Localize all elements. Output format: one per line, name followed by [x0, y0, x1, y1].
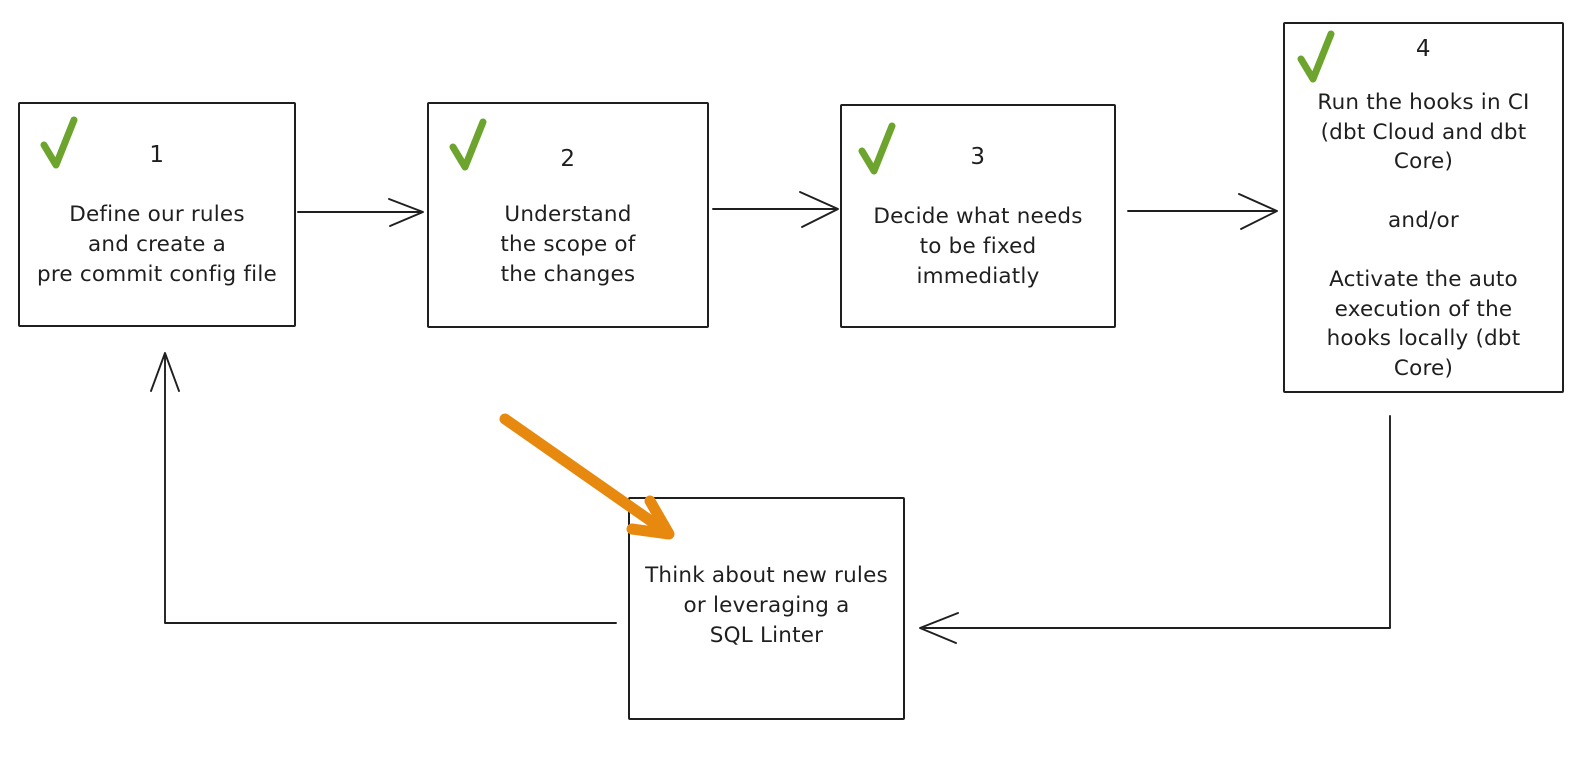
- checkmark-icon: [1297, 30, 1335, 90]
- step-number: 1: [149, 142, 165, 168]
- text-line: Core): [1393, 149, 1454, 174]
- checkmark-icon: [449, 118, 487, 178]
- text-line: [1285, 236, 1562, 266]
- checkmark-icon: [40, 116, 78, 176]
- text-line: Think about new rules: [645, 563, 888, 588]
- arrow-loop-to-step1: [150, 352, 617, 624]
- step-number: 3: [970, 144, 986, 170]
- text-line: the scope of: [500, 232, 636, 257]
- text-line: Define our rules: [69, 202, 245, 227]
- step-box-4: 4 Run the hooks in CI (dbt Cloud and dbt…: [1283, 22, 1564, 393]
- arrow-step1-to-step2: [297, 198, 424, 227]
- text-line: the changes: [500, 262, 636, 287]
- text-line: and/or: [1388, 208, 1459, 233]
- text-line: pre commit config file: [37, 262, 277, 287]
- text-line: and create a: [88, 232, 226, 257]
- text-line: hooks locally (dbt: [1326, 326, 1521, 351]
- text-line: Understand: [504, 202, 632, 227]
- arrow-step2-to-step3: [712, 191, 839, 228]
- step-box-3: 3 Decide what needs to be fixed immediat…: [840, 104, 1116, 328]
- text-line: Activate the auto: [1329, 267, 1518, 292]
- text-line: SQL Linter: [709, 623, 824, 648]
- text-line: Run the hooks in CI: [1317, 90, 1530, 115]
- step-text: Define our rules and create a pre commit…: [20, 200, 294, 290]
- text-line: Decide what needs: [873, 204, 1083, 229]
- text-line: (dbt Cloud and dbt: [1320, 119, 1527, 145]
- text-line: immediatly: [916, 264, 1040, 289]
- step-number: 4: [1415, 36, 1432, 62]
- loop-note-box: Think about new rules or leveraging a SQ…: [628, 497, 905, 720]
- step-box-2: 2 Understand the scope of the changes: [427, 102, 709, 328]
- step-box-1: 1 Define our rules and create a pre comm…: [18, 102, 296, 327]
- text-line: [1285, 177, 1562, 207]
- text-line: execution of the: [1334, 296, 1513, 322]
- step-text: Understand the scope of the changes: [429, 200, 707, 290]
- checkmark-icon: [858, 122, 896, 182]
- step-text: Run the hooks in CI (dbt Cloud and dbt C…: [1285, 88, 1562, 383]
- step-text: Decide what needs to be fixed immediatly: [842, 202, 1114, 292]
- arrow-step3-to-step4: [1127, 193, 1278, 230]
- text-line: to be fixed: [919, 234, 1037, 259]
- step-number: 2: [560, 146, 576, 172]
- text-line: Core): [1393, 355, 1454, 381]
- arrow-step4-to-loop: [919, 415, 1391, 644]
- text-line: or leveraging a: [683, 593, 850, 618]
- loop-note-text: Think about new rules or leveraging a SQ…: [630, 561, 903, 651]
